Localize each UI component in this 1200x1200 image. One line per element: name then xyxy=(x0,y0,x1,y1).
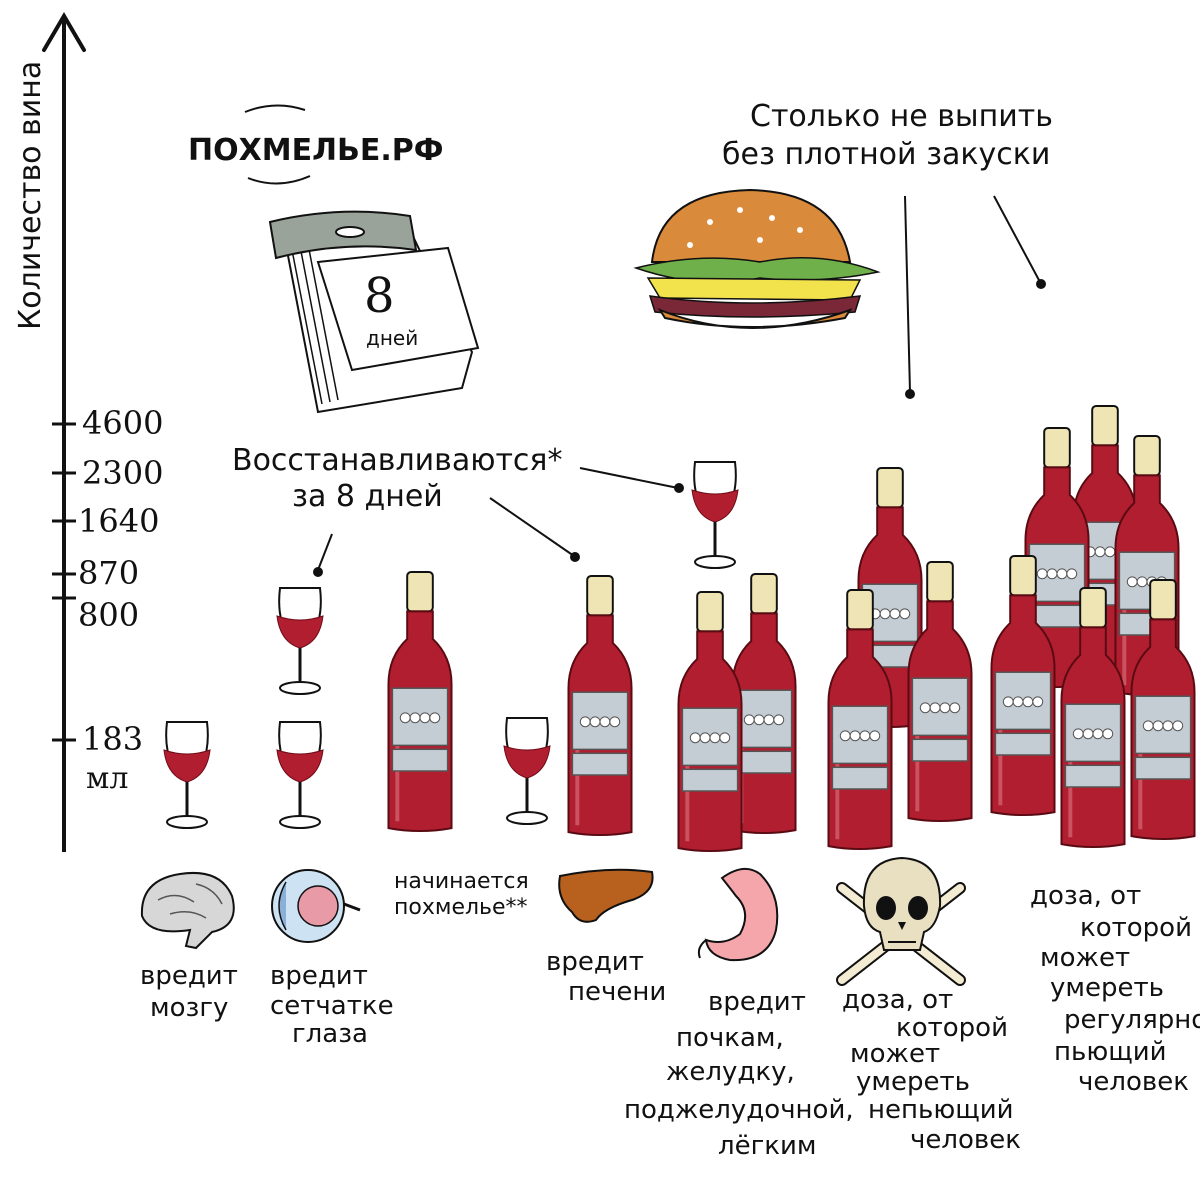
recover-pointer-lines xyxy=(313,467,684,577)
brain-icon xyxy=(140,872,235,950)
tick-label-1640: 1640 xyxy=(78,502,159,540)
y-axis-label: Количество вина xyxy=(13,61,48,330)
no-snack-pointer-lines xyxy=(904,195,1046,399)
recover-text-line-2: за 8 дней xyxy=(292,479,443,514)
no-snack-text-line-1: Столько не выпить xyxy=(750,99,1053,134)
calendar-word: дней xyxy=(366,326,418,350)
category-label-organs-line-5: лёгким xyxy=(718,1131,817,1161)
category-label-hangover-line-1: начинается xyxy=(394,869,529,894)
unit-label: мл xyxy=(86,761,128,796)
wine-glass-mark xyxy=(275,586,325,696)
category-label-nondrinker-line-3: может xyxy=(850,1039,940,1069)
category-label-eye-line-2: сетчатке xyxy=(270,991,394,1021)
no-snack-text-line-2: без плотной закуски xyxy=(722,137,1050,172)
tick-label-800: 800 xyxy=(78,596,139,634)
wine-bottle-mark xyxy=(566,574,634,838)
category-label-nondrinker-line-5: непьющий xyxy=(868,1095,1014,1125)
stomach-icon xyxy=(697,867,779,962)
tick-label-4600: 4600 xyxy=(82,404,163,442)
site-logo: ПОХМЕЛЬЕ.РФ xyxy=(188,104,444,185)
category-label-brain-line-2: мозгу xyxy=(150,993,228,1023)
category-label-nondrinker-line-4: умереть xyxy=(856,1067,970,1097)
category-label-drinker-line-5: регулярно xyxy=(1064,1005,1200,1035)
y-axis-ticks xyxy=(52,422,76,742)
category-label-organs-line-2: почкам, xyxy=(676,1023,784,1053)
tick-label-870: 870 xyxy=(78,554,139,592)
category-label-nondrinker-line-1: доза, от xyxy=(842,985,953,1015)
recover-text-line-1: Восстанавливаются* xyxy=(232,443,562,478)
burger-illustration xyxy=(633,188,881,329)
category-label-drinker-line-7: человек xyxy=(1078,1067,1189,1097)
calendar-illustration: 8 дней xyxy=(268,210,480,414)
category-label-liver-line-2: печени xyxy=(568,977,666,1007)
category-label-drinker-line-4: умереть xyxy=(1050,973,1164,1003)
tick-label-183: 183 xyxy=(82,720,143,758)
category-label-nondrinker-line-2: которой xyxy=(896,1013,1008,1043)
category-label-eye-line-3: глаза xyxy=(292,1019,368,1049)
category-label-organs-line-4: поджелудочной, xyxy=(624,1095,854,1125)
category-label-drinker-line-3: может xyxy=(1040,943,1130,973)
category-label-nondrinker-line-6: человек xyxy=(910,1125,1021,1155)
wine-glass-mark xyxy=(162,720,212,830)
wine-bottle-mark xyxy=(386,570,454,834)
category-label-organs-line-3: желудку, xyxy=(666,1057,795,1087)
site-logo-text: ПОХМЕЛЬЕ.РФ xyxy=(188,133,444,168)
category-label-drinker-line-1: доза, от xyxy=(1030,881,1141,911)
liver-icon xyxy=(558,868,654,923)
category-label-eye-line-1: вредит xyxy=(270,961,368,991)
wine-glass-mark xyxy=(502,716,552,826)
wine-bottle-mark xyxy=(676,590,744,854)
category-label-hangover-line-2: похмелье** xyxy=(394,895,528,920)
wine-glass-mark xyxy=(690,460,740,570)
category-label-liver-line-1: вредит xyxy=(546,947,644,977)
eye-icon xyxy=(271,869,361,943)
tick-label-2300: 2300 xyxy=(82,454,163,492)
category-label-drinker-line-2: которой xyxy=(1080,913,1192,943)
category-label-organs-line-1: вредит xyxy=(708,987,806,1017)
skull-icon xyxy=(836,856,966,986)
y-axis xyxy=(42,12,86,852)
category-label-drinker-line-6: пьющий xyxy=(1054,1037,1167,1067)
calendar-number: 8 xyxy=(364,268,395,324)
category-label-brain-line-1: вредит xyxy=(140,961,238,991)
wine-glass-mark xyxy=(275,720,325,830)
